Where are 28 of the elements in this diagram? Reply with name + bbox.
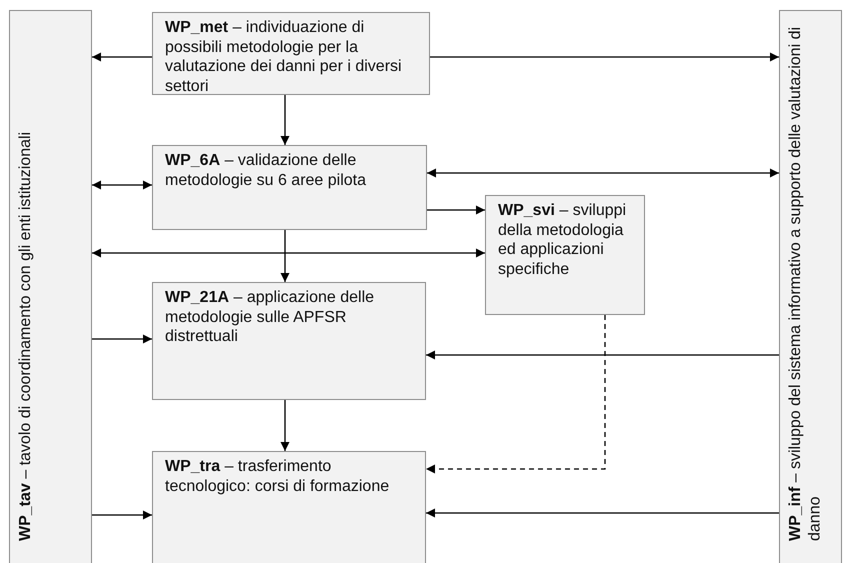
arrow — [426, 350, 779, 360]
arrow — [92, 334, 152, 344]
arrow — [92, 510, 152, 520]
box-text: WP_tav – tavolo di coordinamento con gli enti istituzionali — [16, 130, 35, 541]
box-text: WP_inf – sviluppo del sistema informativo a supporto delle valutazioni di danno — [786, 26, 825, 541]
process-box — [152, 145, 427, 230]
side-panel — [9, 10, 92, 563]
box-text: WP_svi – sviluppi della metodologia ed applicazioni specifiche — [498, 201, 628, 280]
arrow — [280, 230, 290, 282]
box-text: WP_tra – trasferimento tecnologico: corsi di formazione — [165, 457, 390, 497]
arrow — [430, 52, 779, 62]
process-box — [152, 12, 430, 95]
arrow — [427, 206, 485, 214]
arrow — [427, 168, 779, 178]
arrow — [280, 400, 290, 451]
arrow — [280, 95, 290, 145]
arrow — [92, 180, 152, 190]
process-box — [152, 451, 426, 563]
arrow — [426, 508, 779, 518]
arrow — [92, 52, 152, 62]
process-box — [485, 195, 645, 315]
box-text: WP_met – individuazione di possibili metodologie per la valutazione dei danni per i diversi settori — [165, 18, 403, 90]
arrow — [92, 248, 485, 258]
box-text: WP_6A – validazione delle metodologie su 6 aree pilota — [165, 151, 368, 191]
process-box — [152, 282, 426, 400]
side-panel — [779, 10, 842, 563]
box-text: WP_21A – applicazione delle metodologie sulle APFSR distrettuali — [165, 288, 376, 348]
dashed-arrow — [426, 315, 606, 474]
